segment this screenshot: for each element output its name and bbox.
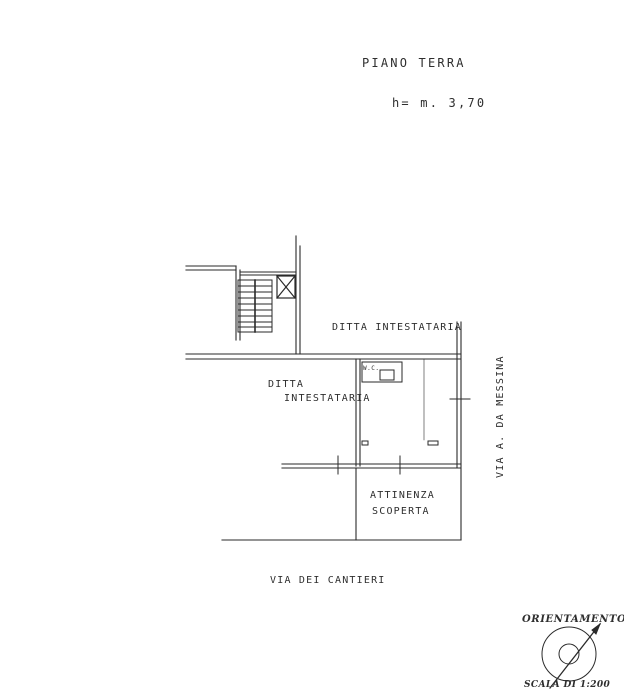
height-label: h= m. 3,70 (392, 96, 487, 110)
upper-building-outline (185, 235, 461, 360)
room-upper-label: DITTA INTESTATARIA (332, 322, 462, 333)
room-left-label-1: DITTA (268, 379, 305, 390)
openings (337, 398, 471, 475)
unit-walls (281, 358, 461, 469)
orientation-label: ORIENTAMENTO (522, 614, 624, 625)
floor-label: PIANO TERRA (362, 56, 466, 70)
lift-shaft (276, 275, 296, 299)
staircase (237, 279, 273, 333)
room-left-label-2: INTESTATARIA (284, 393, 371, 404)
yard-label-1: ATTINENZA (370, 490, 435, 501)
courtyard-boundary (221, 467, 462, 541)
right-boundary (456, 321, 462, 541)
wc-label: W.C. (363, 365, 380, 372)
compass-icon (541, 622, 602, 689)
street-right-label: VIA A. DA MESSINA (495, 355, 506, 478)
yard-label-2: SCOPERTA (372, 506, 430, 517)
street-bottom-label: VIA DEI CANTIERI (270, 575, 386, 586)
scale-label: SCALA DI 1:200 (524, 680, 611, 690)
wc-cubicle (361, 361, 403, 383)
